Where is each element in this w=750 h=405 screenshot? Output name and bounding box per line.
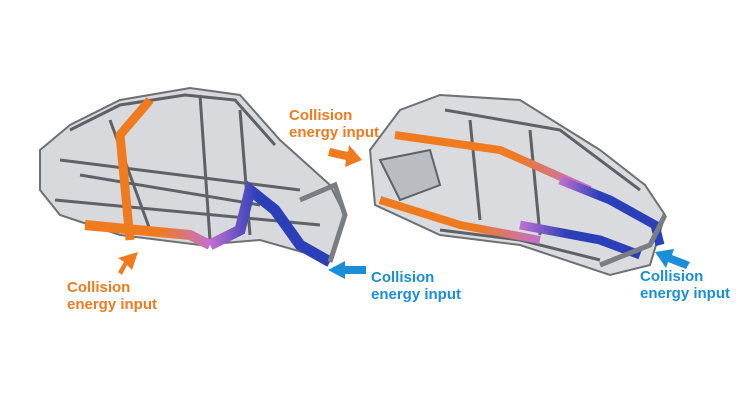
side-sill-member	[84, 220, 213, 250]
collision-label-under-orange: Collision energy input	[289, 107, 379, 141]
label-line: energy input	[67, 296, 158, 313]
front-rail-blue-member	[207, 180, 333, 267]
label-line: energy input	[640, 285, 731, 302]
label-line: Collision	[371, 269, 435, 286]
label-line: energy input	[289, 124, 380, 141]
orange-arrow-icon	[328, 145, 362, 167]
blue-arrow-icon	[655, 249, 690, 269]
label-line: Collision	[67, 279, 131, 296]
label-line: energy input	[371, 286, 462, 303]
label-line: Collision	[640, 268, 704, 285]
collision-label-side-orange: Collision energy input	[67, 279, 157, 313]
car-body-underbody-view	[368, 93, 668, 277]
label-line: Collision	[289, 107, 353, 124]
collision-label-under-blue: Collision energy input	[640, 268, 730, 302]
blue-arrow-icon	[328, 261, 366, 279]
orange-arrow-icon	[118, 252, 138, 275]
car-body-side-view	[39, 86, 348, 267]
b-pillar-orange-member	[115, 97, 154, 241]
collision-label-side-blue: Collision energy input	[371, 269, 461, 303]
